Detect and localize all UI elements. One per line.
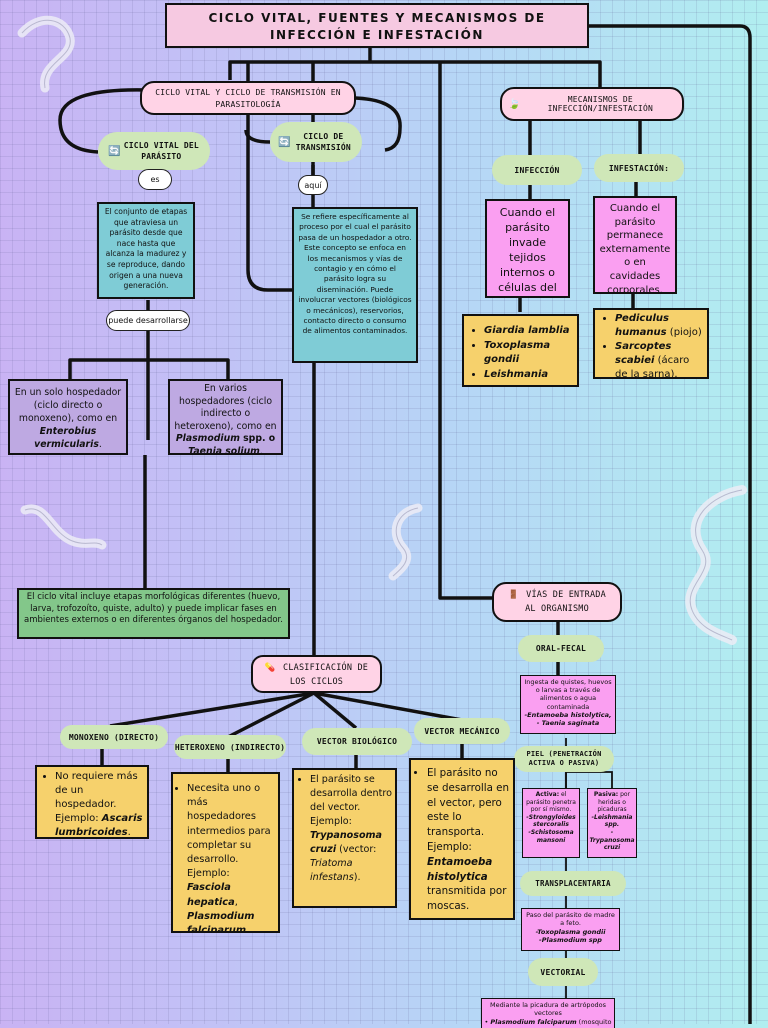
title-line-2: INFECCIÓN E INFESTACIÓN (270, 28, 484, 42)
transplacentaria-example-1: -Toxoplasma gondii (535, 927, 606, 936)
monoxeno-box: No requiere más de un hospedador. Ejempl… (35, 765, 149, 839)
infestacion-label: INFESTACIÓN: (594, 154, 684, 182)
worm-illustration-3 (388, 503, 423, 581)
entamoeba-name: Entamoeba histolytica (427, 855, 493, 883)
ciclo-vital-definition: El conjunto de etapas que atraviesa un p… (97, 202, 195, 299)
activa-head: Activa: (535, 791, 560, 798)
trypanosoma-name: Trypanosoma cruzi (310, 830, 383, 855)
ciclo-directo-end: . (98, 439, 102, 450)
ascaris-name: Ascaris lumbricoides (55, 813, 143, 838)
pasiva-example-2: -Trypanosoma cruzi (589, 828, 635, 852)
ciclo-transmision-definition: Se refiere específicamente al proceso po… (292, 207, 418, 363)
ciclo-indirecto-text: En varios hospedadores (ciclo indirecto … (174, 383, 277, 432)
infeccion-label: INFECCIÓN (492, 155, 582, 185)
activa-example-2: -Schistosoma mansoni (528, 828, 574, 844)
vectorial-example: • Plasmodium falciparum (mosquito (484, 1017, 612, 1026)
plasmodium-name: Plasmodium (175, 433, 240, 444)
page-title: CICLO VITAL, FUENTES Y MECANISMOS DE INF… (165, 3, 589, 48)
pasiva-text: por heridas o picaduras (597, 791, 631, 814)
pasiva-example-1: -Leishmania spp. (591, 813, 633, 829)
list-item: Giardia lamblia (484, 324, 573, 339)
enterobius-name: Enterobius vermicularis (34, 426, 99, 450)
connector-label-es: es (138, 169, 172, 190)
ciclo-directo-text: En un solo hospedador (ciclo directo o m… (14, 387, 122, 424)
infestacion-examples: Pediculus humanus (piojo) Sarcoptes scab… (593, 308, 709, 379)
triatoma-name: Triatoma infestans (310, 858, 354, 883)
ciclo-vital-label-text: CICLO VITAL DEL PARÁSITO (123, 141, 199, 161)
mecanismos-header: 🍃 MECANISMOS DE INFECCIÓN/INFESTACIÓN (500, 87, 684, 121)
vector-mecanico-label: VECTOR MECÁNICO (414, 718, 510, 744)
ciclo-transmision-label-text: CICLO DE TRANSMISIÓN (295, 132, 351, 152)
list-item: El parásito no se desarrolla en el vecto… (427, 766, 511, 914)
oral-fecal-example-2: - Taenia saginata (536, 719, 600, 728)
refresh-icon: 🔄 (108, 145, 121, 157)
plasmodium-falciparum-name: Plasmodium falciparum (187, 910, 255, 933)
ciclo-directo-box: En un solo hospedador (ciclo directo o m… (8, 379, 128, 455)
list-item: Leishmania spp. (484, 368, 573, 386)
piel-activa-box: Activa: el parásito penetra por sí mismo… (522, 788, 580, 858)
oral-fecal-example-1: -Entamoeba histolytica, (524, 710, 612, 719)
spp-text: spp. o (239, 433, 276, 444)
pasiva-head: Pasiva: (593, 791, 619, 798)
vector-biologico-box: El parásito se desarrolla dentro del vec… (292, 768, 397, 908)
activa-text: el parásito penetra por sí mismo. (526, 791, 576, 814)
ciclo-indirecto-box: En varios hospedadores (ciclo indirecto … (168, 379, 283, 455)
vectorial-text: Mediante la picadura de artrópodos vecto… (489, 1001, 607, 1018)
activa-example-1: -Strongyloides stercoralis (526, 813, 576, 829)
piel-pasiva-box: Pasiva: por heridas o picaduras -Leishma… (587, 788, 637, 858)
connector-label-puede-desarrollarse: puede desarrollarse (106, 310, 190, 331)
connector-label-aqui: aquí (298, 175, 328, 195)
list-item: Toxoplasma gondii (484, 339, 573, 368)
clasificacion-header-text: CLASIFICACIÓN DE LOS CICLOS (283, 663, 369, 687)
vector-biologico-label: VECTOR BIOLÓGICO (302, 728, 412, 755)
list-item: Sarcoptes scabiei (ácaro de la sarna). (615, 340, 703, 377)
vectorial-definition: Mediante la picadura de artrópodos vecto… (481, 998, 615, 1028)
infeccion-examples: Giardia lamblia Toxoplasma gondii Leishm… (462, 314, 579, 387)
infeccion-definition: Cuando el parásito invade tejidos intern… (485, 199, 570, 298)
piel-label: PIEL (PENETRACIÓN ACTIVA O PASIVA) (514, 746, 614, 772)
transplacentaria-definition: Paso del parásito de madre a feto. -Toxo… (521, 908, 620, 951)
vias-entrada-header-text: VÍAS DE ENTRADA AL ORGANISMO (525, 590, 606, 614)
list-item: No requiere más de un hospedador. Ejempl… (55, 770, 143, 838)
transplacentaria-label: TRANSPLACENTARIA (520, 871, 626, 896)
heteroxeno-box: Necesita uno o más hospedadores intermed… (171, 772, 280, 933)
oral-fecal-label: ORAL-FECAL (518, 635, 604, 662)
fasciola-name: Fasciola hepatica (187, 882, 235, 908)
worm-illustration-1 (17, 15, 75, 93)
vias-entrada-header: 🚪 VÍAS DE ENTRADA AL ORGANISMO (492, 582, 622, 622)
transplacentaria-text: Paso del parásito de madre a feto. (526, 911, 615, 928)
heteroxeno-label: HETEROXENO (INDIRECTO) (174, 735, 286, 759)
vector-mecanico-box: El parásito no se desarrolla en el vecto… (409, 758, 515, 920)
worm-illustration-4 (685, 485, 747, 645)
monoxeno-label: MONOXENO (DIRECTO) (60, 725, 168, 749)
leaf-icon: 🍃 (508, 98, 521, 110)
ciclo-transmision-label: 🔄 CICLO DE TRANSMISIÓN (270, 122, 362, 162)
pill-icon: 💊 (264, 663, 276, 673)
refresh-icon: 🔄 (278, 136, 291, 148)
mecanismos-header-text: MECANISMOS DE INFECCIÓN/INFESTACIÓN (547, 95, 653, 113)
list-item: Necesita uno o más hospedadores intermed… (187, 782, 276, 933)
taenia-name: Taenia solium (188, 445, 260, 455)
infestacion-definition: Cuando el parásito permanece externament… (593, 196, 677, 294)
transplacentaria-example-2: -Plasmodium spp (539, 936, 602, 945)
ciclo-vital-label: 🔄 CICLO VITAL DEL PARÁSITO (98, 132, 210, 170)
ciclo-vital-note: El ciclo vital incluye etapas morfológic… (17, 588, 290, 639)
clasificacion-header: 💊 CLASIFICACIÓN DE LOS CICLOS (251, 655, 382, 693)
worm-illustration-2 (20, 504, 107, 550)
list-item: Pediculus humanus (piojo) (615, 312, 703, 340)
title-line-1: CICLO VITAL, FUENTES Y MECANISMOS DE (208, 11, 546, 25)
vectorial-label: VECTORIAL (528, 958, 598, 986)
ciclo-indirecto-end: . (259, 445, 263, 455)
list-item: El parásito se desarrolla dentro del vec… (310, 773, 392, 885)
oral-fecal-text: Ingesta de quistes, huevos o larvas a tr… (524, 678, 612, 711)
oral-fecal-definition: Ingesta de quistes, huevos o larvas a tr… (520, 675, 616, 734)
ciclo-vital-transmision-header: CICLO VITAL Y CICLO DE TRANSMISIÓN EN PA… (140, 81, 356, 115)
door-icon: 🚪 (508, 590, 519, 600)
